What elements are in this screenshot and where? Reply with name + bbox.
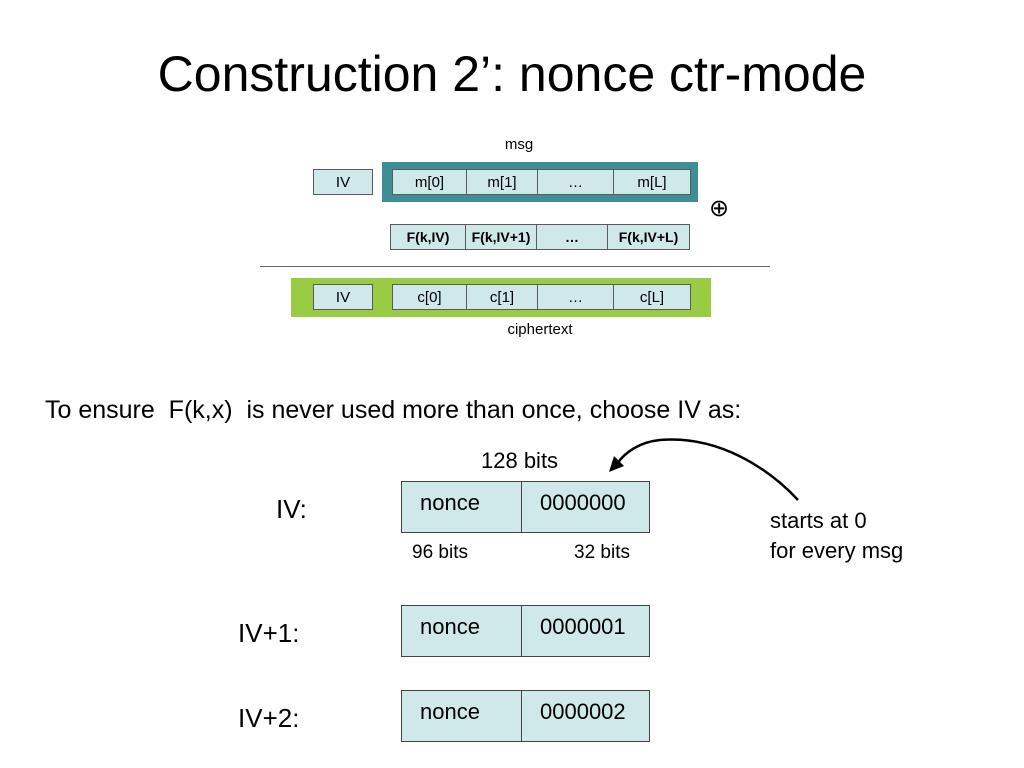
intro-text: To ensure F(k,x) is never used more than…	[45, 396, 742, 424]
prf-cell: F(k,IV+1)	[465, 224, 537, 250]
iv-block: nonce 0000000	[401, 481, 650, 533]
counter-field: 0000001	[540, 614, 626, 639]
xor-symbol: ⊕	[709, 195, 730, 222]
iv-plus-1-block: nonce 0000001	[401, 605, 650, 657]
cipher-cell: c[0]	[392, 284, 467, 310]
iv-plus-2-label: IV+2:	[238, 703, 300, 733]
msg-cell: m[L]	[613, 169, 691, 195]
cipher-iv-cell: IV	[313, 284, 373, 310]
msg-label: msg	[504, 136, 534, 153]
msg-row: m[0] m[1] … m[L]	[392, 169, 691, 195]
iv-plus-1-label: IV+1:	[238, 618, 300, 648]
ciphertext-label: ciphertext	[507, 321, 573, 338]
arrow-curve-path	[615, 438, 799, 501]
cipher-row: c[0] c[1] … c[L]	[392, 284, 691, 310]
nonce-field: nonce	[402, 606, 522, 656]
cipher-cell: …	[537, 284, 614, 310]
msg-cell: m[0]	[392, 169, 467, 195]
iv-label: IV:	[276, 494, 307, 524]
arrow-curve	[609, 438, 799, 501]
divider-line	[260, 266, 770, 267]
msg-cell: m[1]	[466, 169, 538, 195]
cipher-cell: c[1]	[466, 284, 538, 310]
prf-row: F(k,IV) F(k,IV+1) … F(k,IV+L)	[390, 224, 690, 250]
nonce-field: nonce	[402, 691, 522, 741]
counter-field: 0000000	[540, 490, 626, 515]
iv-plus-2-block: nonce 0000002	[401, 690, 650, 742]
total-bits-label: 128 bits	[481, 448, 559, 473]
arrow-head	[609, 456, 624, 472]
slide-title: Construction 2’: nonce ctr-mode	[157, 46, 867, 102]
nonce-field: nonce	[402, 482, 522, 532]
msg-iv-cell: IV	[313, 169, 373, 195]
prf-cell: …	[536, 224, 608, 250]
prf-cell: F(k,IV)	[390, 224, 466, 250]
counter-field: 0000002	[540, 699, 626, 724]
cipher-cell: c[L]	[613, 284, 691, 310]
nonce-bits-label: 96 bits	[412, 542, 468, 563]
msg-cell: …	[537, 169, 614, 195]
counter-note-line1: starts at 0	[770, 508, 867, 533]
prf-cell: F(k,IV+L)	[607, 224, 690, 250]
counter-bits-label: 32 bits	[574, 542, 630, 563]
counter-note-line2: for every msg	[770, 538, 904, 563]
